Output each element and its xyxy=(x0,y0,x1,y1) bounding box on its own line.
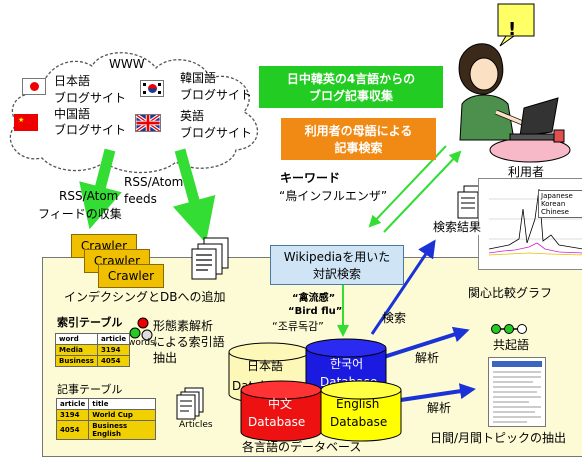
www-cloud xyxy=(9,52,259,174)
analysis-label-2: 解析 xyxy=(427,401,452,415)
table-row: article title xyxy=(55,398,156,410)
legend-japanese: Japanese xyxy=(541,192,573,200)
article-header-article: article xyxy=(55,398,90,410)
graph-legend: Japanese Korean Chinese xyxy=(538,190,582,218)
indexing-label: インデクシングとDBへの追加 xyxy=(64,290,226,304)
cooccurrence-icon xyxy=(491,324,527,334)
collect-banner-line1: 日中韓英の4言語からの xyxy=(286,72,416,86)
db-en-label: Database xyxy=(330,415,388,429)
translation-zh: “禽流感” xyxy=(292,293,336,304)
korea-flag-icon xyxy=(140,80,164,97)
db-zh-label: Database xyxy=(248,415,306,429)
topic-report-thumbnail xyxy=(488,357,546,427)
articles-stack-icon xyxy=(176,387,204,420)
keyword-value: “鳥インフルエンザ” xyxy=(279,189,388,203)
feed-left-line1: RSS/Atom xyxy=(59,189,119,203)
table-row: 3194 World Cup xyxy=(55,409,156,421)
search-arrow xyxy=(370,239,436,335)
index-cell: Media xyxy=(55,344,98,356)
blog-en-lang: 英語 xyxy=(180,109,205,123)
cooccurrence-label: 共起語 xyxy=(493,338,530,352)
article-cell: Business English xyxy=(88,420,156,440)
article-cell: 4054 xyxy=(55,420,90,440)
index-cell: 4054 xyxy=(96,355,131,367)
db-en-cylinder xyxy=(320,380,402,442)
blog-en-site: ブログサイト xyxy=(180,126,253,140)
documents-stack-icon xyxy=(191,237,229,280)
crawler-3: Crawler xyxy=(98,264,164,288)
article-cell: 3194 xyxy=(55,409,90,421)
blog-ko-lang: 韓国語 xyxy=(180,71,217,85)
analysis-label-1: 解析 xyxy=(415,351,440,365)
user-label: 利用者 xyxy=(508,165,545,179)
index-cell: Business xyxy=(55,355,98,367)
search-label: 検索 xyxy=(382,311,407,325)
search-banner: 利用者の母語による 記事検索 xyxy=(281,118,436,160)
db-zh-cylinder xyxy=(240,380,322,442)
article-table: article title 3194 World Cup 4054 Busine… xyxy=(55,398,156,440)
index-header-word: word xyxy=(55,333,98,345)
blog-ko-site: ブログサイト xyxy=(180,88,253,102)
search-banner-line1: 利用者の母語による xyxy=(304,124,413,138)
morph-line3: 抽出 xyxy=(153,351,178,365)
blog-zh-site: ブログサイト xyxy=(54,123,127,137)
db-en-lang: English xyxy=(336,397,380,411)
china-flag-icon: ★ xyxy=(14,114,38,131)
feed-right-line1: RSS/Atom xyxy=(124,175,184,189)
index-cell: 3194 xyxy=(96,344,131,356)
www-label: WWW xyxy=(109,57,145,71)
graph-label: 関心比較グラフ xyxy=(468,286,553,300)
feed-arrow-right xyxy=(172,148,216,244)
topics-label: 日間/月間トピックの抽出 xyxy=(430,431,567,445)
index-table: word article Media 3194 Business 4054 xyxy=(55,333,131,367)
morph-line2: による索引語 xyxy=(153,335,225,349)
morph-line1: 形態素解析 xyxy=(153,319,214,333)
table-row: Business 4054 xyxy=(55,355,131,367)
db-caption: 各言語のデータベース xyxy=(242,440,362,454)
wikipedia-box: Wikipediaを用いた 対訳検索 xyxy=(270,245,404,285)
legend-korean: Korean xyxy=(541,200,566,208)
translation-en: “Bird flu” xyxy=(288,306,343,317)
article-header-title: title xyxy=(88,398,156,410)
user-illustration xyxy=(458,3,571,163)
feed-right-line2: feeds xyxy=(124,192,157,206)
uk-flag-icon xyxy=(135,114,161,132)
alert-mark: ! xyxy=(508,19,517,40)
blog-ja-site: ブログサイト xyxy=(54,91,127,105)
collect-banner: 日中韓英の4言語からの ブログ記事収集 xyxy=(259,66,443,108)
table-row: word article xyxy=(55,333,131,345)
db-zh-lang: 中文 xyxy=(268,397,293,411)
feed-left-line2: フィードの収集 xyxy=(38,207,122,221)
feed-arrow-left xyxy=(79,148,122,230)
words-bubbles-icon xyxy=(129,317,153,341)
search-banner-line2: 記事検索 xyxy=(334,141,383,155)
translation-ko: “조류독감” xyxy=(272,320,324,333)
articles-label: Articles xyxy=(179,420,213,430)
index-header-article: article xyxy=(96,333,131,345)
words-label: words xyxy=(128,338,155,348)
index-table-title: 索引テーブル xyxy=(57,316,123,329)
search-results-label: 検索結果 xyxy=(432,220,483,235)
wikipedia-box-line1: Wikipediaを用いた xyxy=(283,250,391,264)
db-ko-lang: 한국어 xyxy=(330,357,364,371)
table-row: 4054 Business English xyxy=(55,420,156,440)
article-cell: World Cup xyxy=(88,409,156,421)
japan-flag-icon xyxy=(22,78,46,95)
legend-chinese: Chinese xyxy=(541,208,569,216)
collect-banner-line2: ブログ記事収集 xyxy=(308,89,393,103)
result-arrow xyxy=(383,150,462,233)
wikipedia-box-line2: 対訳検索 xyxy=(312,267,361,281)
article-table-title: 記事テーブル xyxy=(57,383,123,396)
table-row: Media 3194 xyxy=(55,344,131,356)
blog-zh-lang: 中国語 xyxy=(54,107,91,121)
db-ja-lang: 日本語 xyxy=(247,359,284,373)
blog-ja-lang: 日本語 xyxy=(54,74,91,88)
keyword-title: キーワード xyxy=(280,171,341,185)
